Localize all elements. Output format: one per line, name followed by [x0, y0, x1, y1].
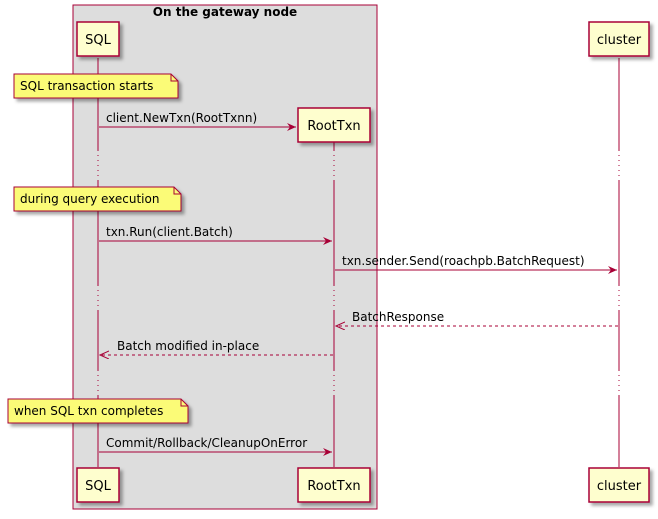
note-txn-completes: when SQL txn completes: [7, 398, 189, 424]
message-new-txn: client.NewTxn(RootTxnn): [99, 111, 296, 131]
participant-roottxn-label: RootTxn: [307, 479, 360, 494]
message-new-txn-label: client.NewTxn(RootTxnn): [106, 111, 257, 125]
note-query-execution: during query execution: [13, 186, 182, 212]
note-query-execution-text: during query execution: [20, 192, 159, 206]
note-txn-starts-text: SQL transaction starts: [20, 79, 153, 93]
message-txn-run-label: txn.Run(client.Batch): [106, 225, 233, 239]
message-sender-send: txn.sender.Send(roachpb.BatchRequest): [335, 254, 617, 274]
participant-roottxn-label: RootTxn: [307, 119, 360, 134]
message-txn-run: txn.Run(client.Batch): [99, 225, 332, 245]
message-commit-label: Commit/Rollback/CleanupOnError: [106, 436, 307, 450]
message-batch-modified-label: Batch modified in-place: [117, 339, 259, 353]
participant-cluster-top: cluster: [588, 21, 650, 57]
participant-sql-top: SQL: [76, 21, 120, 57]
participant-cluster-label: cluster: [597, 479, 642, 494]
message-batch-response: BatchResponse: [336, 310, 618, 326]
note-txn-completes-text: when SQL txn completes: [14, 404, 163, 418]
message-sender-send-label: txn.sender.Send(roachpb.BatchRequest): [342, 254, 585, 268]
participant-cluster-bottom: cluster: [588, 467, 650, 503]
participant-cluster-label: cluster: [597, 33, 642, 48]
participant-sql-label: SQL: [85, 479, 111, 494]
participant-sql-bottom: SQL: [76, 467, 120, 503]
participant-roottxn-bottom: RootTxn: [297, 467, 371, 503]
group-title: On the gateway node: [153, 5, 297, 19]
message-batch-response-label: BatchResponse: [352, 310, 444, 324]
participant-roottxn-created: RootTxn: [297, 107, 371, 143]
message-commit: Commit/Rollback/CleanupOnError: [99, 436, 332, 456]
message-batch-modified: Batch modified in-place: [100, 339, 333, 355]
note-txn-starts: SQL transaction starts: [13, 73, 179, 99]
participant-sql-label: SQL: [85, 33, 111, 48]
